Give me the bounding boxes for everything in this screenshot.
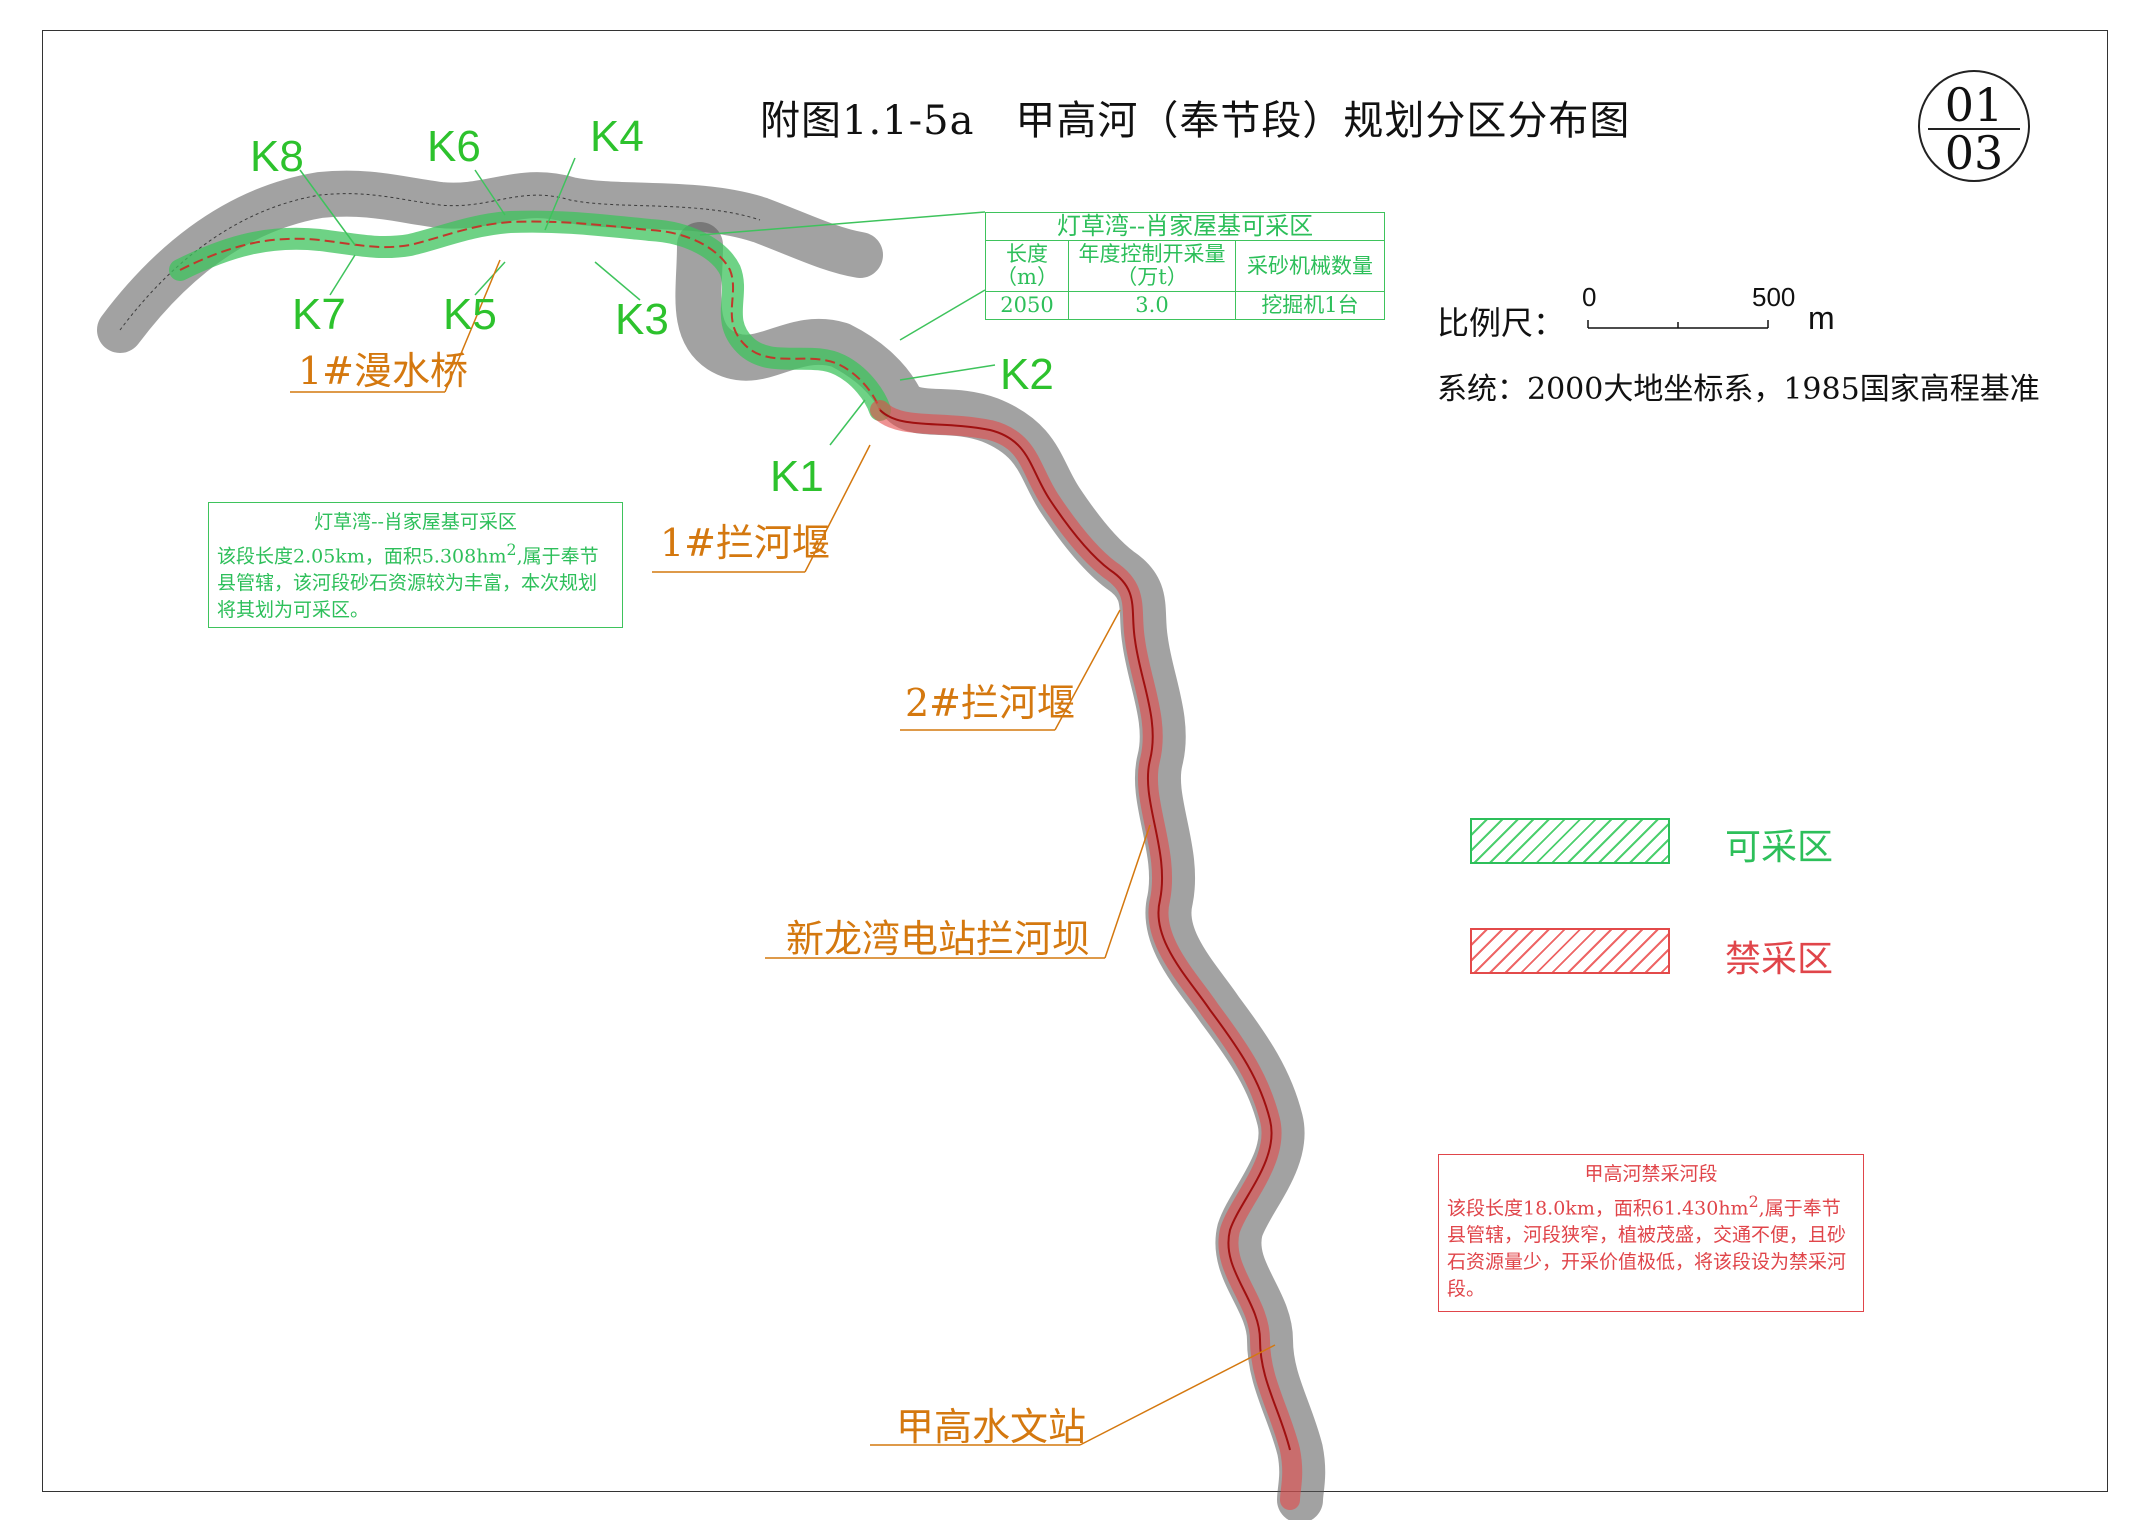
permitted-note-body: 该段长度2.05km，面积5.308hm2,属于奉节县管辖，该河段砂石资源较为丰… [217, 540, 599, 622]
sheet-number-badge: 01 03 [1918, 70, 2030, 182]
k-label-k7: K7 [292, 290, 346, 339]
sheet-total: 03 [1944, 126, 2004, 180]
label-weir-1: 1#拦河堰 [660, 521, 831, 565]
coordinate-system: 系统：2000大地坐标系，1985国家高程基准 [1437, 372, 2040, 407]
k-leader-lines [299, 157, 996, 446]
scale-label: 比例尺： [1437, 304, 1566, 342]
k-label-k3: K3 [615, 295, 669, 344]
contour-lines [119, 193, 761, 331]
legend-permitted-label: 可采区 [1725, 827, 1834, 868]
scale-bar [1587, 320, 1769, 329]
info-table-title: 灯草湾--肖家屋基可采区 [985, 212, 1385, 241]
map-title: 附图1.1-5a 甲高河（奉节段）规划分区分布图 [760, 98, 1631, 144]
forbidden-zone-note: 甲高河禁采河段 该段长度18.0km，面积61.430hm2,属于奉节县管辖，河… [1438, 1154, 1864, 1312]
k-label-k8: K8 [250, 132, 304, 181]
k-label-k6: K6 [427, 122, 481, 171]
k-label-k2: K2 [1000, 350, 1054, 399]
scale-unit: m [1808, 300, 1835, 336]
sheet-divider [1928, 128, 2020, 130]
scale-start: 0 [1582, 282, 1597, 312]
label-dam: 新龙湾电站拦河坝 [786, 917, 1091, 961]
legend-permitted-swatch [1470, 818, 1670, 864]
k-label-k4: K4 [590, 112, 644, 161]
permitted-zone-note: 灯草湾--肖家屋基可采区 该段长度2.05km，面积5.308hm2,属于奉节县… [208, 502, 623, 628]
scale-end: 500 [1752, 282, 1796, 312]
k-label-k1: K1 [770, 452, 824, 501]
legend-forbidden-label: 禁采区 [1725, 939, 1834, 980]
info-cell-length: 2050 [985, 291, 1069, 320]
label-weir-2: 2#拦河堰 [905, 681, 1076, 725]
permitted-zone-centerline [179, 220, 881, 411]
structure-leader-lines [290, 259, 1276, 1446]
info-cell-quota: 3.0 [1068, 291, 1236, 320]
zone-info-table: 灯草湾--肖家屋基可采区 长度（m） 年度控制开采量（万t） 采砂机械数量 20… [985, 212, 1385, 320]
legend-forbidden-swatch [1470, 928, 1670, 974]
label-overflow-bridge: 1#漫水桥 [298, 349, 469, 393]
label-hydrology-station: 甲高水文站 [896, 1405, 1087, 1449]
forbidden-note-title: 甲高河禁采河段 [1584, 1163, 1718, 1185]
info-header-quota: 年度控制开采量（万t） [1068, 240, 1236, 292]
sheet-number: 01 [1944, 78, 2004, 132]
river-bank [97, 170, 883, 353]
info-header-machines: 采砂机械数量 [1235, 240, 1385, 292]
forbidden-note-body: 该段长度18.0km，面积61.430hm2,属于奉节县管辖，河段狭窄，植被茂盛… [1447, 1192, 1847, 1301]
forbidden-zone-centerline [879, 409, 1291, 1451]
permitted-note-title: 灯草湾--肖家屋基可采区 [314, 511, 517, 533]
k-label-k5: K5 [443, 290, 497, 339]
info-header-length: 长度（m） [985, 240, 1069, 292]
map-frame [42, 30, 2108, 1492]
info-cell-machines: 挖掘机1台 [1235, 291, 1385, 320]
